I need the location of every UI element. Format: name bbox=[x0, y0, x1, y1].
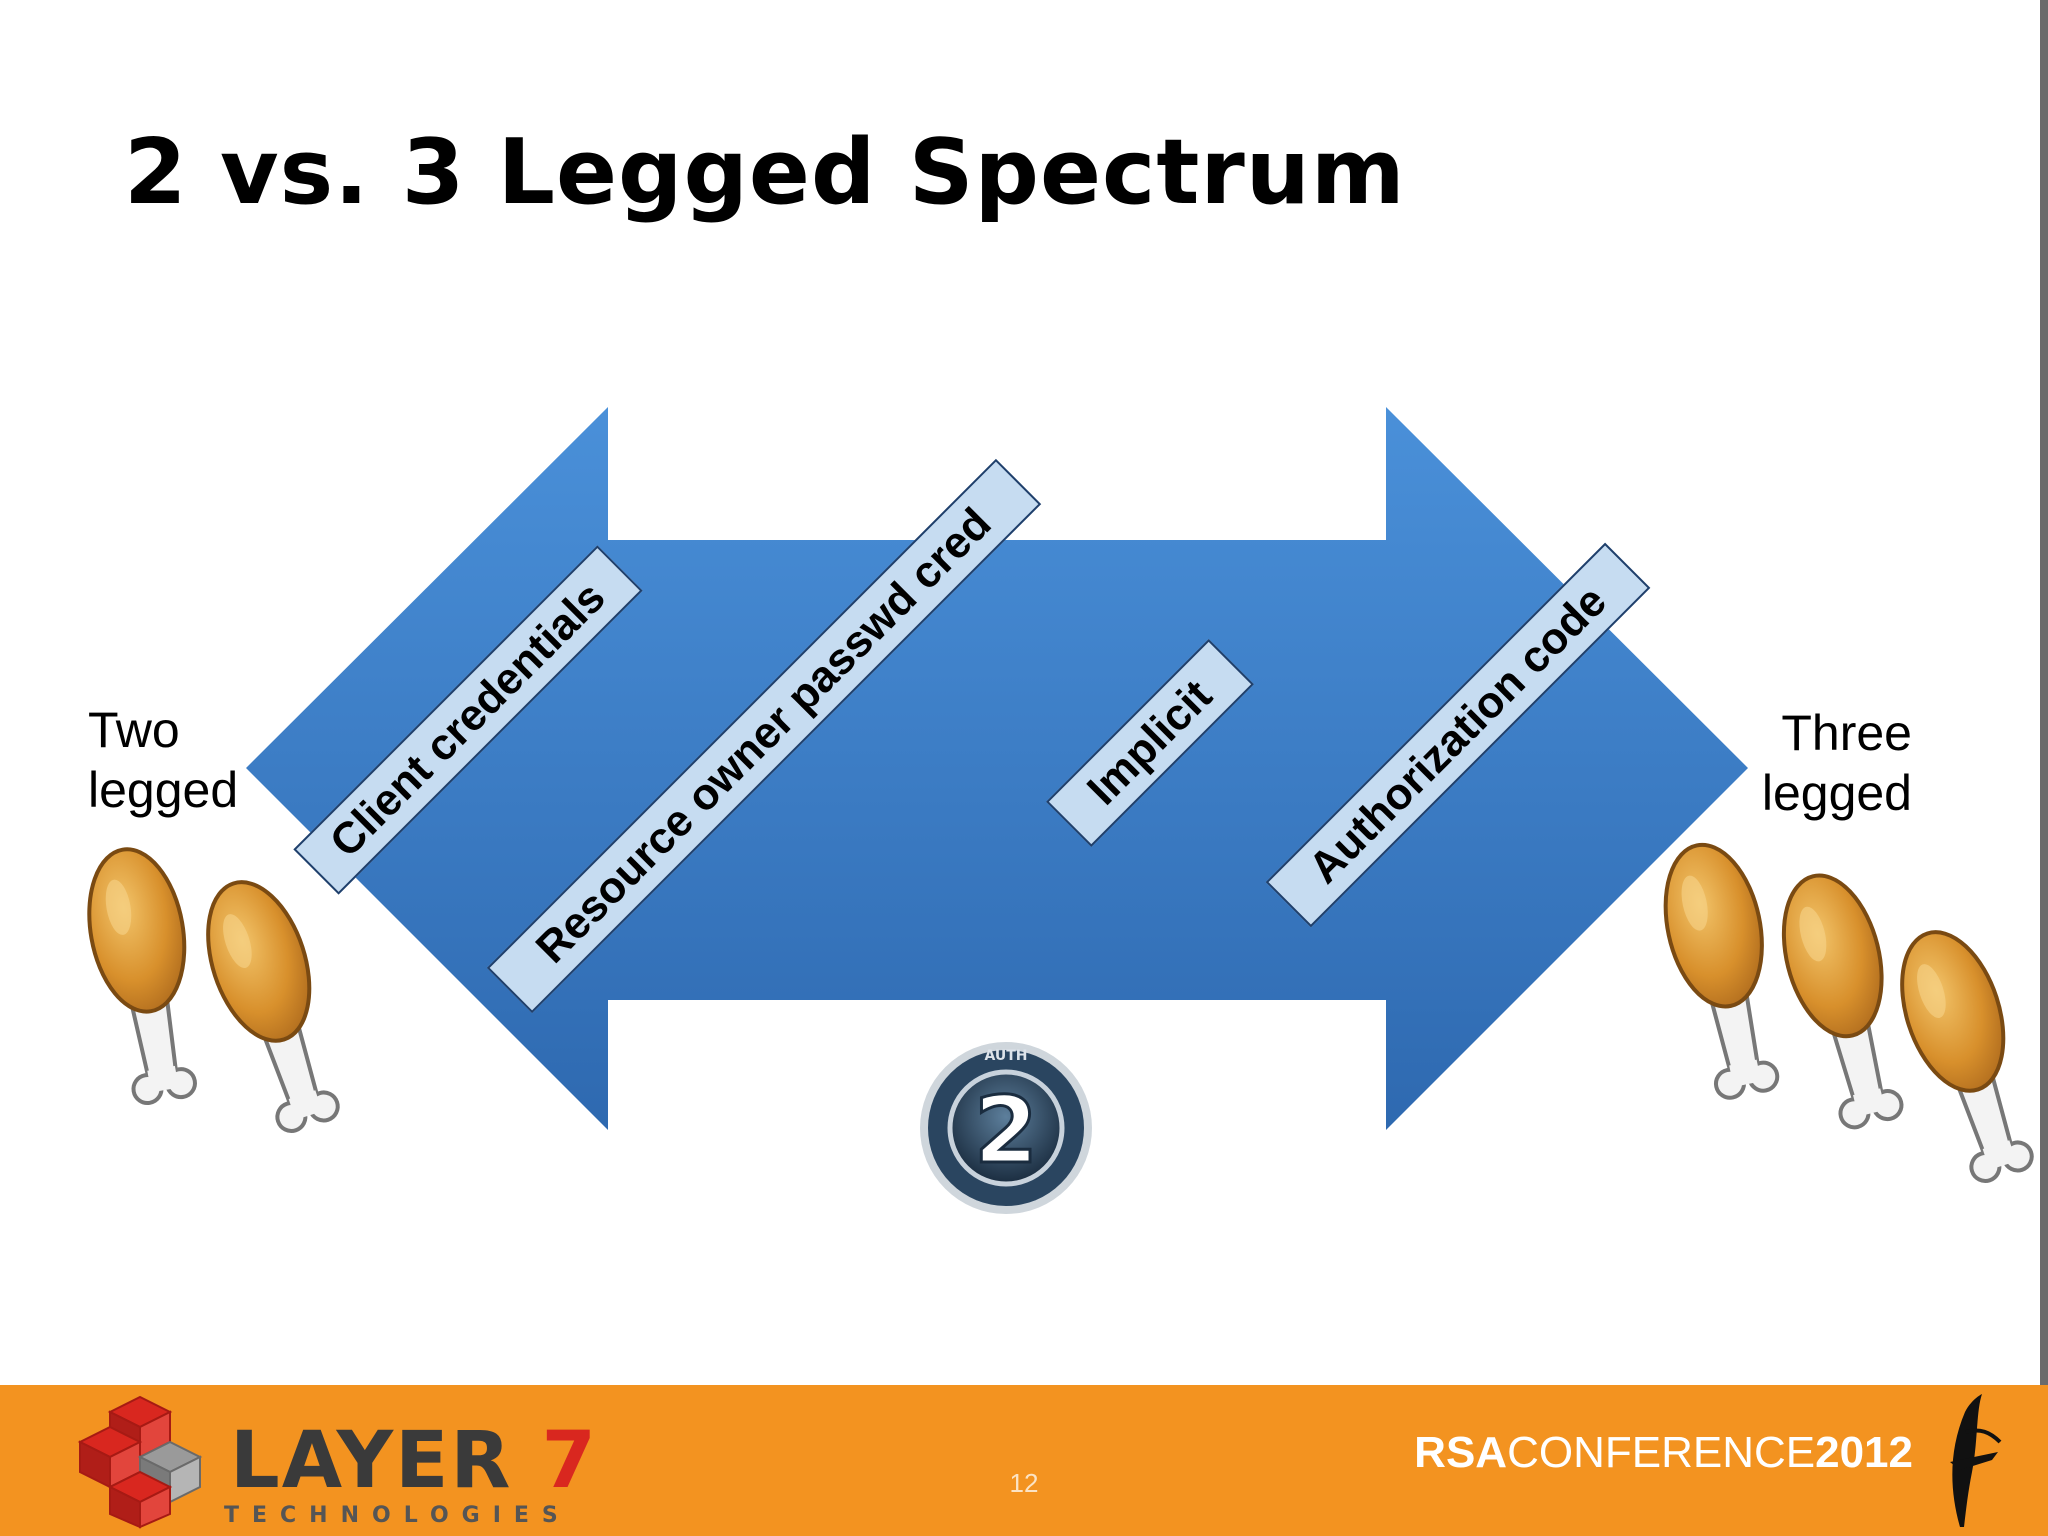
drumstick-icon bbox=[1766, 863, 1921, 1136]
three-legged-line-2: legged bbox=[1761, 765, 1912, 821]
slide-edge bbox=[2040, 0, 2048, 1385]
feather-icon bbox=[1950, 1394, 2002, 1527]
layer7-logo-word: LAYER bbox=[230, 1416, 513, 1506]
badge-ring-text: AUTH bbox=[984, 1048, 1027, 1064]
layer7-logo-subtitle: TECHNOLOGIES bbox=[224, 1503, 571, 1528]
drumstick-icon bbox=[1881, 917, 2048, 1192]
layer7-logo-text: LAYER 7 bbox=[230, 1422, 598, 1500]
rsa-logo-word: CONFERENCE bbox=[1507, 1428, 1816, 1477]
three-legged-label: Three legged bbox=[1762, 703, 1912, 823]
drumstick-icon bbox=[187, 867, 358, 1142]
badge-digit: 2 bbox=[974, 1077, 1038, 1184]
rsa-conference-logo: RSACONFERENCE2012 bbox=[1414, 1428, 1913, 1478]
rsa-logo-prefix: RSA bbox=[1414, 1428, 1508, 1477]
layer7-logo-number: 7 bbox=[541, 1416, 598, 1506]
two-legged-line-2: legged bbox=[88, 762, 239, 818]
footer-bar bbox=[0, 1385, 2048, 1536]
drumstick-icon bbox=[1649, 833, 1797, 1106]
two-legged-line-1: Two bbox=[88, 702, 180, 758]
page-number: 12 bbox=[1009, 1468, 1039, 1498]
oauth2-logo-icon: AUTH 2 bbox=[920, 1042, 1092, 1214]
two-legged-label: Two legged bbox=[88, 700, 238, 820]
rsa-logo-year: 2012 bbox=[1815, 1428, 1913, 1477]
layer7-cubes-icon bbox=[77, 1395, 203, 1529]
drumstick-icon bbox=[75, 839, 214, 1110]
slide-title: 2 vs. 3 Legged Spectrum bbox=[124, 120, 1406, 225]
three-legged-line-1: Three bbox=[1781, 705, 1912, 761]
